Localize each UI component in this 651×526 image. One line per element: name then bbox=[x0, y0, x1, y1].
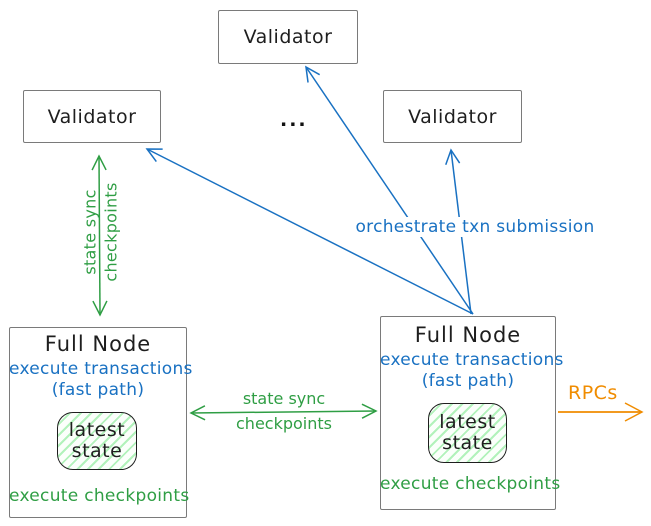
latest-state-left-box: latest state bbox=[57, 412, 137, 470]
full-node-right-exec-line2: (fast path) bbox=[421, 371, 515, 391]
rpcs-label: RPCs bbox=[568, 382, 618, 404]
left-sync-label-line1: state sync bbox=[80, 189, 100, 275]
latest-state-left-line2: state bbox=[71, 440, 123, 462]
full-node-right-title: Full Node bbox=[414, 323, 522, 347]
validator-right-label: Validator bbox=[408, 105, 497, 128]
mid-sync-label-line2: checkpoints bbox=[236, 414, 332, 433]
validator-box-left: Validator bbox=[23, 90, 161, 143]
full-node-left-title: Full Node bbox=[44, 332, 152, 356]
arrow-state-sync-middle bbox=[189, 403, 378, 421]
validator-left-label: Validator bbox=[47, 105, 137, 128]
full-node-right-exec-line1: execute transactions bbox=[380, 350, 564, 370]
full-node-right-footer: execute checkpoints bbox=[380, 474, 561, 494]
full-node-left-exec-line2: (fast path) bbox=[51, 380, 145, 400]
latest-state-right-box: latest state bbox=[428, 403, 507, 463]
full-node-left-exec-line1: execute transactions bbox=[9, 359, 193, 379]
more-validators-ellipsis: ... bbox=[280, 109, 308, 131]
left-sync-label-line2: checkpoints bbox=[101, 182, 121, 282]
validator-box-top: Validator bbox=[218, 10, 358, 64]
latest-state-right-line2: state bbox=[442, 432, 493, 454]
validator-box-right: Validator bbox=[383, 90, 522, 143]
latest-state-right-line1: latest bbox=[439, 411, 496, 434]
mid-sync-label-line1: state sync bbox=[242, 389, 326, 408]
orchestrate-label: orchestrate txn submission bbox=[352, 217, 598, 237]
full-node-left-footer: execute checkpoints bbox=[9, 486, 190, 506]
validator-top-label: Validator bbox=[243, 26, 333, 48]
latest-state-left-line1: latest bbox=[68, 419, 126, 442]
